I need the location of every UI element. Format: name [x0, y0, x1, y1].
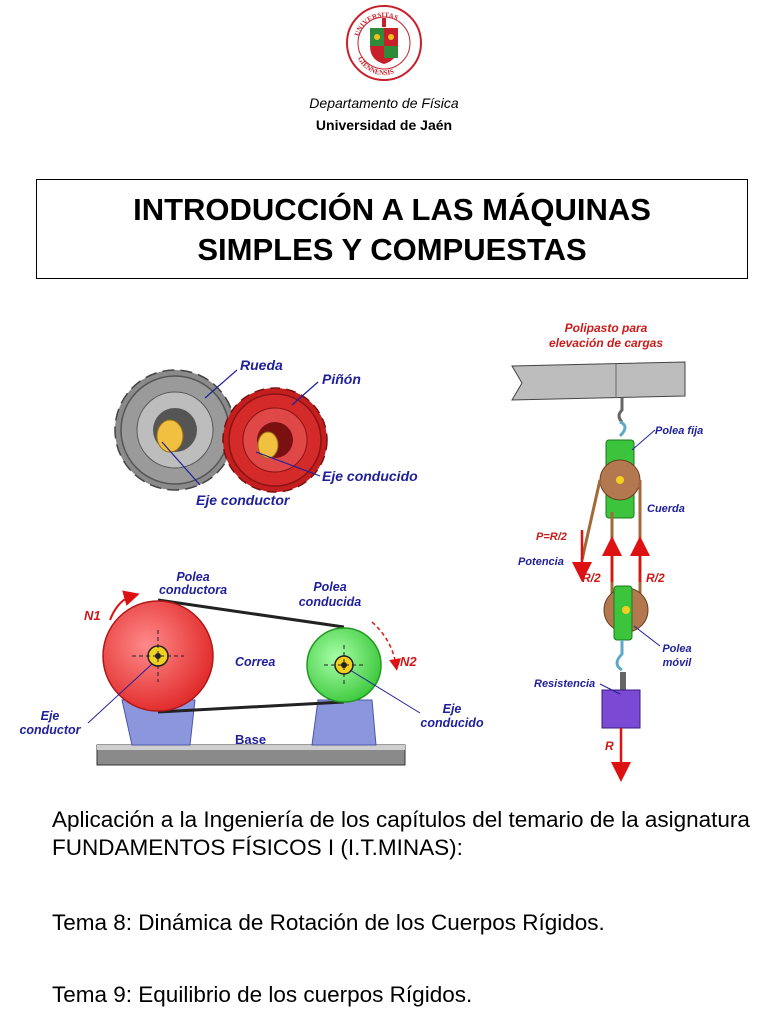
- label-p-eq: P=R/2: [536, 531, 567, 543]
- university-name: Universidad de Jaén: [315, 117, 453, 133]
- label-n1: N1: [84, 608, 101, 623]
- topic-tema-8: Tema 8: Dinámica de Rotación de los Cuer…: [52, 910, 605, 935]
- label-eje-conductor-2: conductor: [19, 723, 81, 737]
- label-polipasto-2: elevación de cargas: [549, 336, 663, 350]
- driver-shaft: [156, 419, 184, 453]
- label-polea-movil-1: Polea: [662, 643, 691, 655]
- label-n2: N2: [400, 654, 417, 669]
- label-polipasto-1: Polipasto para: [565, 321, 648, 335]
- label-polea-conducida-1: Polea: [313, 580, 346, 594]
- description-text: Aplicación a la Ingeniería de los capítu…: [52, 807, 750, 860]
- label-r2-left: R/2: [582, 571, 601, 585]
- label-r2-right: R/2: [646, 571, 665, 585]
- label-resistencia: Resistencia: [534, 678, 595, 690]
- label-correa: Correa: [235, 655, 275, 669]
- title-box: INTRODUCCIÓN A LAS MÁQUINAS SIMPLES Y CO…: [36, 179, 748, 279]
- label-eje-conducido-2: conducido: [420, 716, 484, 730]
- label-eje-conducido-gear: Eje conducido: [322, 468, 418, 484]
- topic-tema-9: Tema 9: Equilibrio de los cuerpos Rígido…: [52, 982, 473, 1007]
- belt-top: [157, 598, 345, 629]
- label-rueda: Rueda: [240, 357, 283, 373]
- label-eje-conductor-1: Eje: [41, 709, 60, 723]
- university-seal-logo: UNIVERSITAS GIENNENSIS: [346, 5, 422, 81]
- label-cuerda: Cuerda: [647, 503, 685, 515]
- label-polea-conducida-2: conducida: [299, 595, 362, 609]
- label-eje-conducido-1: Eje: [443, 702, 462, 716]
- hoist-figure: Polipasto para elevación de cargas Polea…: [511, 321, 703, 782]
- ceiling-beam: [511, 361, 686, 401]
- label-potencia: Potencia: [518, 556, 564, 568]
- title-line-1: INTRODUCCIÓN A LAS MÁQUINAS: [133, 192, 651, 227]
- belt-bottom: [157, 700, 345, 714]
- label-polea-conductora-2: conductora: [159, 583, 227, 597]
- label-r: R: [605, 739, 614, 753]
- movable-pulley-frame: [613, 585, 633, 641]
- label-base: Base: [235, 732, 266, 747]
- department-name: Departamento de Física: [309, 95, 459, 111]
- load-block: [601, 689, 641, 729]
- title-line-2: SIMPLES Y COMPUESTAS: [197, 232, 587, 267]
- gears-figure: Rueda Piñón Eje conducido Eje conductor: [114, 357, 418, 508]
- label-pinon: Piñón: [322, 371, 361, 387]
- driven-shaft: [257, 431, 279, 459]
- machines-illustration: Rueda Piñón Eje conducido Eje conductor …: [19, 321, 703, 782]
- label-polea-movil-2: móvil: [663, 657, 693, 669]
- label-polea-fija: Polea fija: [655, 425, 703, 437]
- belt-drive-figure: Polea conductora Polea conducida N1 N2 C…: [19, 570, 484, 766]
- label-polea-conductora-1: Polea: [176, 570, 209, 584]
- right-support: [311, 699, 377, 746]
- label-eje-conductor-gear: Eje conductor: [196, 492, 291, 508]
